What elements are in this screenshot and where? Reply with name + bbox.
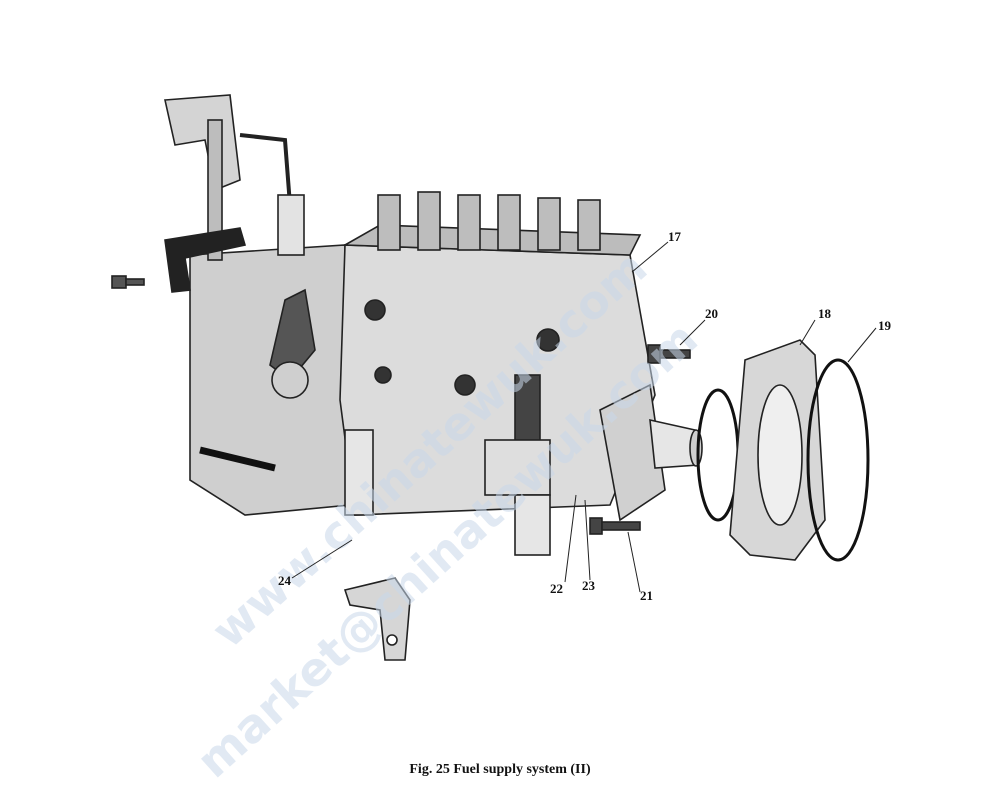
- leader-21: [627, 531, 641, 593]
- leader-23: [584, 499, 591, 581]
- primer-housing: [484, 439, 551, 496]
- bracket-hole: [386, 634, 398, 646]
- leader-17: [631, 241, 669, 273]
- vertical-rod: [207, 119, 223, 261]
- separate-components: [111, 275, 870, 661]
- callout-19: 19: [878, 318, 892, 333]
- figure-caption: Fig. 25 Fuel supply system (II): [409, 762, 591, 777]
- loose-bolt: [111, 275, 145, 289]
- leader-lines: [291, 241, 877, 593]
- black-bracket-left: [164, 227, 247, 293]
- callouts: 17 18 19 20 21 22 23 24: [278, 229, 892, 603]
- fuel-pipe: [239, 133, 292, 206]
- governor-hub: [271, 361, 309, 399]
- pipe-fitting: [277, 194, 305, 256]
- delivery-valve-holders: [377, 191, 601, 251]
- part-21-bolt: [589, 517, 641, 535]
- leader-24: [291, 539, 353, 579]
- small-o-ring: [696, 388, 740, 522]
- callout-21: 21: [640, 588, 653, 603]
- fuel-pump-assembly: [164, 94, 703, 556]
- callout-20: 20: [705, 306, 718, 321]
- drive-flange: [599, 383, 666, 522]
- support-post: [344, 429, 374, 516]
- top-sensor-bracket: [164, 94, 241, 192]
- part-19-o-ring: [806, 358, 870, 562]
- leader-20: [679, 319, 706, 346]
- body-bolt-heads: [364, 299, 560, 396]
- callout-17: 17: [668, 229, 682, 244]
- leader-22: [564, 494, 577, 583]
- callout-22: 22: [550, 581, 563, 596]
- callout-23: 23: [582, 578, 596, 593]
- governor-lever: [269, 288, 316, 382]
- overflow-valve-body: [514, 494, 551, 556]
- governor-housing: [189, 244, 351, 516]
- callout-18: 18: [818, 306, 832, 321]
- part-20-bolt: [647, 344, 691, 364]
- return-spring: [199, 446, 276, 472]
- leader-19: [847, 327, 877, 363]
- leader-18: [799, 319, 816, 346]
- flange-bore: [757, 384, 803, 526]
- hand-primer-pump: [514, 374, 541, 451]
- callout-24: 24: [278, 573, 292, 588]
